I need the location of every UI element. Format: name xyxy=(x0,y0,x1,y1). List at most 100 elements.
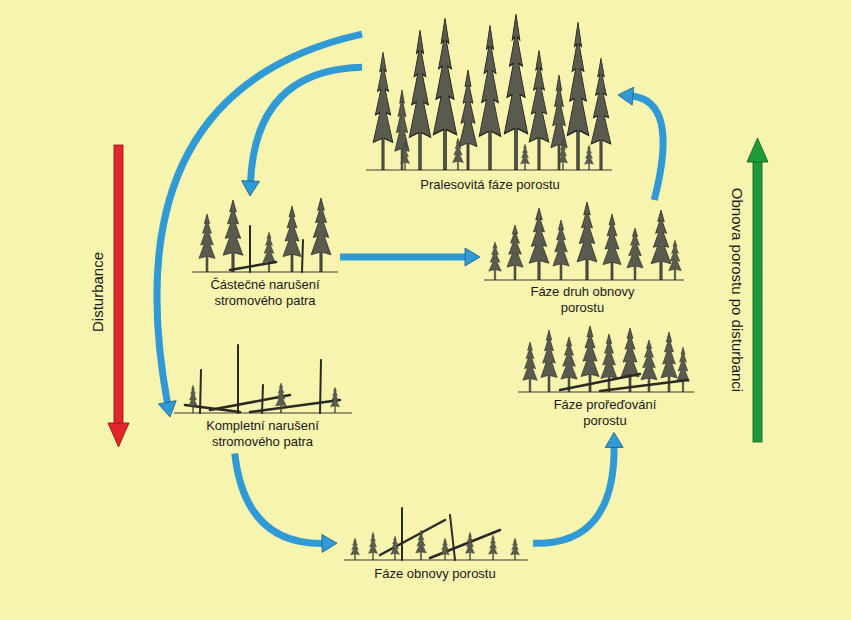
tree-group xyxy=(484,202,684,280)
sapling xyxy=(521,144,530,170)
tree xyxy=(395,90,409,170)
tree xyxy=(529,50,549,170)
tree xyxy=(561,337,577,392)
cycle-arrow xyxy=(618,87,663,200)
tree xyxy=(677,347,690,392)
phase-label: Kompletní narušení stromového patra xyxy=(193,417,332,454)
sapling xyxy=(391,536,400,560)
phase-node: Částečné narušení stromového patra xyxy=(190,196,340,313)
fallen-log xyxy=(600,380,688,391)
tree xyxy=(409,30,431,170)
axis-label: Obnova porostu po disturbanci xyxy=(728,188,746,392)
sapling xyxy=(331,387,340,413)
tree-group xyxy=(174,345,352,413)
sapling xyxy=(511,538,520,560)
sapling xyxy=(585,145,594,170)
arrow-shaft xyxy=(235,454,324,544)
fallen-log xyxy=(250,400,340,412)
tree xyxy=(551,75,567,170)
recovery-arrow xyxy=(747,138,768,442)
tree xyxy=(669,240,682,280)
arrow-head xyxy=(242,181,260,196)
fallen-log xyxy=(230,262,276,270)
tree xyxy=(601,334,617,392)
sapling xyxy=(441,538,450,560)
sapling xyxy=(401,142,410,170)
sapling xyxy=(276,383,287,413)
tree-group xyxy=(518,326,694,392)
fallen-log xyxy=(380,520,445,555)
phase-node: Pralesovitá fáze porostu xyxy=(362,12,618,196)
arrow-head xyxy=(465,248,480,266)
arrow-head xyxy=(605,433,623,448)
tree xyxy=(603,214,621,280)
tree xyxy=(567,22,589,170)
tree xyxy=(553,220,569,280)
ground-line xyxy=(344,560,528,561)
sapling xyxy=(369,532,378,560)
tree xyxy=(529,208,549,280)
arrow-shaft xyxy=(533,445,614,543)
tree xyxy=(373,52,393,170)
arrow-shaft xyxy=(753,160,762,442)
phase-node: Fáze druh obnovy porostu xyxy=(480,200,685,320)
dead-snag xyxy=(401,508,403,560)
arrow-shaft xyxy=(631,96,663,200)
cycle-arrow xyxy=(340,248,480,266)
sapling xyxy=(416,530,427,560)
phase-label: Fáze obnovy porostu xyxy=(337,565,533,585)
phase-node: Fáze obnovy porostu xyxy=(337,480,533,585)
tree-group xyxy=(366,14,612,170)
phase-label: Pralesovitá fáze porostu xyxy=(362,176,618,196)
dead-snag xyxy=(302,240,303,272)
arrow-shaft xyxy=(340,254,467,261)
tree xyxy=(489,242,502,280)
dead-snag xyxy=(237,345,239,413)
sapling xyxy=(189,385,198,413)
tree xyxy=(627,228,643,280)
tree-group xyxy=(192,198,338,272)
arrow-head xyxy=(108,423,129,447)
tree xyxy=(433,18,456,170)
tree xyxy=(263,232,276,272)
dead-snag xyxy=(450,515,455,560)
tree xyxy=(311,198,331,272)
tree xyxy=(591,58,611,170)
tree xyxy=(523,342,537,392)
tree xyxy=(651,210,671,280)
dead-snag xyxy=(249,226,251,272)
dead-snag xyxy=(320,360,321,413)
tree-group xyxy=(344,508,528,560)
tree xyxy=(283,206,301,272)
cycle-arrow xyxy=(235,454,337,553)
arrow-shaft xyxy=(157,34,362,404)
tree xyxy=(541,330,557,392)
arrow-shaft xyxy=(114,145,123,425)
cycle-arrow xyxy=(242,67,362,196)
phase-label: Částečné narušení stromového patra xyxy=(198,276,332,313)
arrow-head xyxy=(747,138,768,162)
phase-node: Kompletní narušení stromového patra xyxy=(170,332,355,454)
cycle-arrow xyxy=(157,34,362,417)
axis-label: Disturbance xyxy=(89,252,107,332)
sapling xyxy=(466,532,475,560)
ground-line xyxy=(518,392,694,393)
phase-node: Fáze prořeďování porostu xyxy=(515,326,695,433)
sapling xyxy=(489,535,498,560)
sapling xyxy=(559,140,568,170)
phase-label: Fáze prořeďování porostu xyxy=(543,396,667,433)
tree xyxy=(507,225,523,280)
cycle-arrow xyxy=(533,433,623,544)
phase-label: Fáze druh obnovy porostu xyxy=(518,283,647,320)
tree xyxy=(479,25,501,170)
arrow-head xyxy=(618,87,634,105)
ground-line xyxy=(192,272,338,273)
sapling xyxy=(351,538,360,560)
arrow-shaft xyxy=(251,67,362,183)
disturbance-arrow xyxy=(108,145,129,447)
tree xyxy=(621,328,639,392)
arrow-head xyxy=(322,534,337,552)
